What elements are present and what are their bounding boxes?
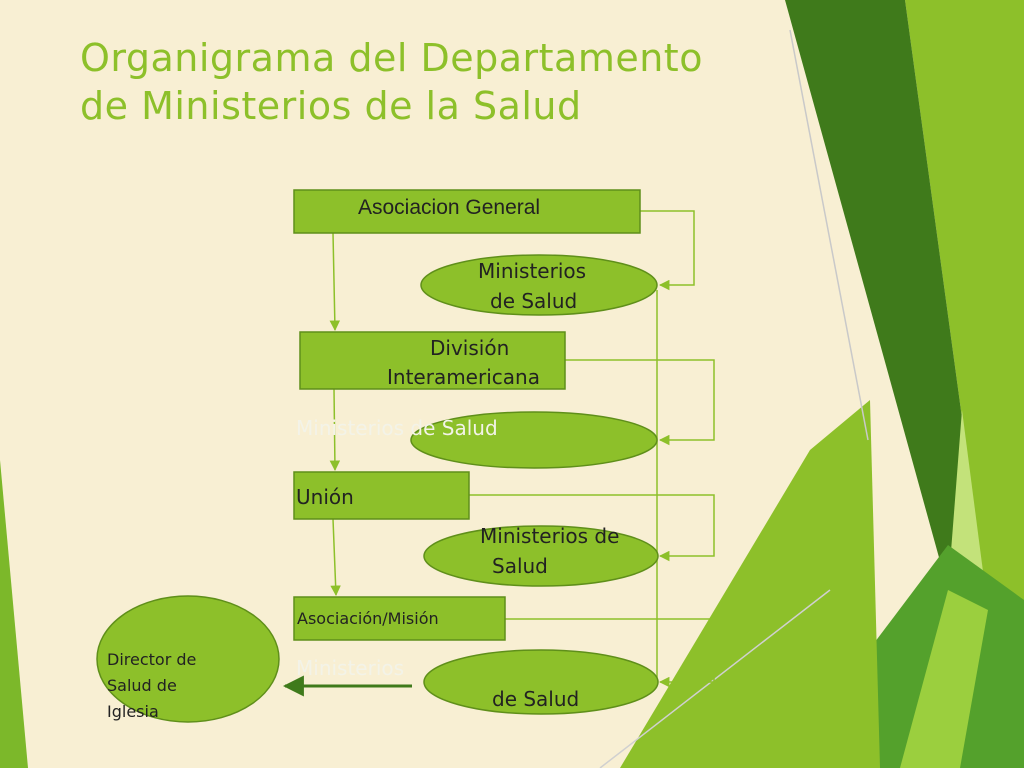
label-ministerios-1-line1: Ministerios <box>478 259 587 283</box>
connector-union-to-asociacion <box>330 518 341 597</box>
right-bottom-light <box>900 590 988 768</box>
label-asociacion-general: Asociacion General <box>358 196 541 219</box>
label-ministerios-3-line1: Ministerios de <box>480 524 620 548</box>
label-director-line2: Salud de <box>107 676 177 695</box>
ellipse-ministerios-4 <box>423 649 659 715</box>
connector-division-to-ministerios-2 <box>565 359 715 446</box>
label-union: Unión <box>296 485 354 509</box>
left-green-wedge <box>0 460 28 768</box>
decorative-thin-line-2 <box>599 589 831 768</box>
label-ministerios-4-line2: de Salud <box>492 687 580 711</box>
label-ministerios-3-line2: Salud <box>492 554 548 578</box>
label-division-line2: Interamericana <box>387 365 540 389</box>
label-ministerios-2: Ministerios de Salud <box>296 416 498 440</box>
label-division-line1: División <box>430 336 510 360</box>
connector-ag-to-division <box>329 232 341 332</box>
box-division-interamericana <box>299 331 566 390</box>
bottom-center-wedge <box>620 400 880 768</box>
connector-division-to-union <box>329 388 341 472</box>
right-lime-panel <box>905 0 1024 768</box>
box-asociacion-general <box>293 189 641 234</box>
box-union <box>293 471 470 520</box>
ellipse-ministerios-2 <box>410 411 658 469</box>
title-line-2: de Ministerios de la Salud <box>80 84 582 128</box>
connector-asociacion-to-ministerios-4 <box>505 618 715 688</box>
label-ministerios-4-line1: Ministerios <box>296 656 405 680</box>
title-line-1: Organigrama del Departamento <box>80 36 703 80</box>
ellipse-ministerios-1 <box>420 254 658 316</box>
label-asociacion-mision: Asociación/Misión <box>297 609 439 628</box>
label-director-line3: Iglesia <box>107 702 159 721</box>
slide-title: Organigrama del Departamento de Minister… <box>80 34 780 130</box>
box-asociacion-mision <box>293 596 506 641</box>
right-dark-stripe <box>785 0 965 590</box>
connector-ag-to-ministerios-1 <box>640 210 695 291</box>
ellipse-director <box>96 595 280 723</box>
ellipse-ministerios-3 <box>423 525 659 587</box>
connector-union-to-ministerios-3 <box>469 494 715 562</box>
decorative-thin-line-1 <box>789 29 869 441</box>
label-ministerios-1-line2: de Salud <box>490 289 578 313</box>
label-director-line1: Director de <box>107 650 197 669</box>
